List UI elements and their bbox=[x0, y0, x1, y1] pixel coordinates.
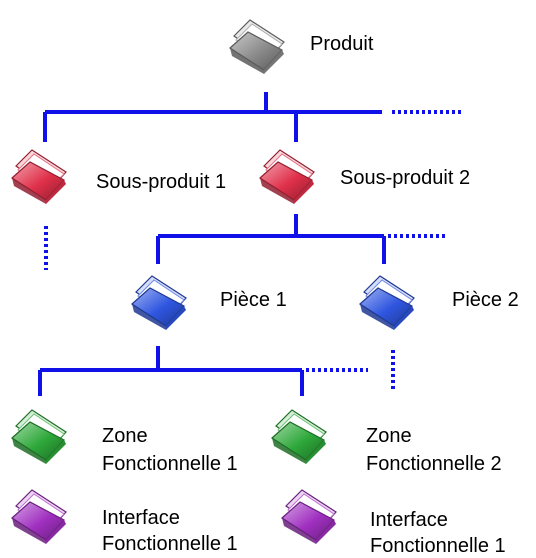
folder-icon-blue bbox=[356, 270, 422, 332]
folder-icon-red bbox=[256, 144, 322, 206]
node-label-zone-1-line1: Zone bbox=[102, 425, 148, 447]
folder-icon-purple bbox=[278, 484, 344, 546]
node-label-zone-1-line2: Fonctionnelle 1 bbox=[102, 453, 238, 475]
node-label-zone-2-line2: Fonctionnelle 2 bbox=[366, 453, 502, 475]
folder-icon-green bbox=[8, 404, 74, 466]
folder-icon-blue bbox=[128, 270, 194, 332]
node-label-produit: Produit bbox=[310, 33, 374, 55]
node-label-piece-2: Pièce 2 bbox=[452, 289, 519, 311]
node-label-sous-produit-2: Sous-produit 2 bbox=[340, 167, 471, 189]
folder-icon-green bbox=[268, 404, 334, 466]
node-label-interface-2-line1: Interface bbox=[370, 509, 448, 531]
folder-icon-red bbox=[8, 144, 74, 206]
node-label-interface-1-line1: Interface bbox=[102, 507, 180, 529]
node-label-piece-1: Pièce 1 bbox=[220, 289, 287, 311]
node-label-interface-2-line2: Fonctionnelle 1 bbox=[370, 535, 506, 557]
folder-icon-purple bbox=[8, 484, 74, 546]
node-label-sous-produit-1: Sous-produit 1 bbox=[96, 171, 227, 193]
folder-icon-gray bbox=[226, 14, 292, 76]
node-label-interface-1-line2: Fonctionnelle 1 bbox=[102, 533, 238, 555]
node-label-zone-2-line1: Zone bbox=[366, 425, 412, 447]
